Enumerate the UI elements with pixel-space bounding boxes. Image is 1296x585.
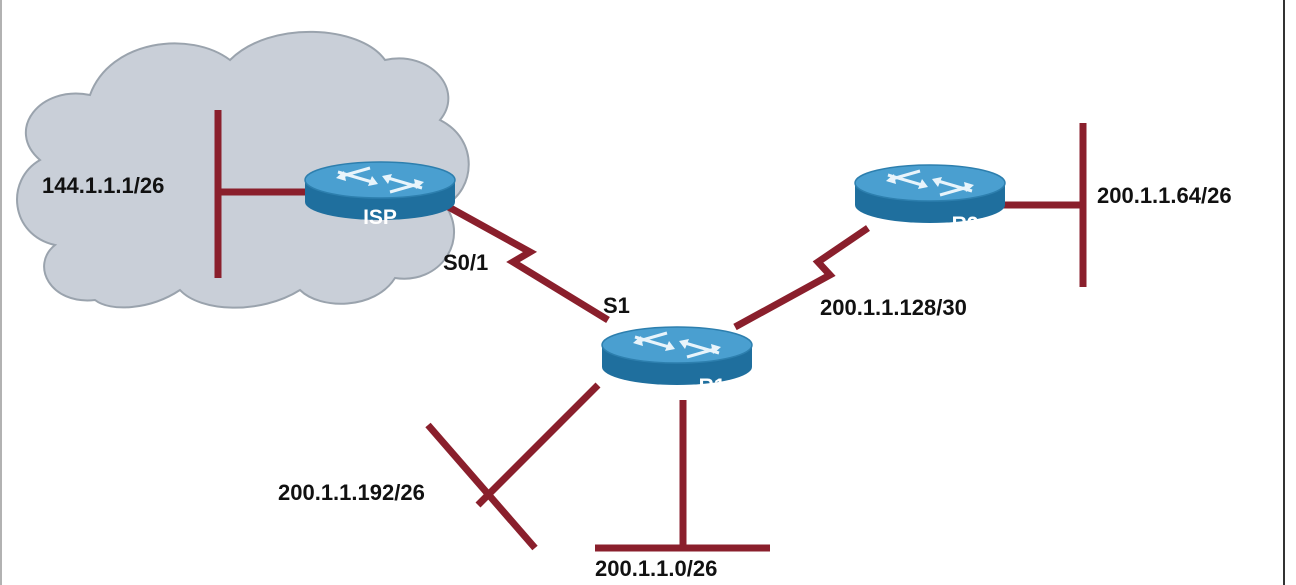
router-isp-label: ISP (363, 206, 397, 229)
r1-r2-link-address-label: 200.1.1.128/30 (820, 295, 967, 320)
router-r1-label: R1 (699, 375, 726, 398)
router-r2-label: R2 (952, 213, 979, 236)
router-r1[interactable]: R1 (600, 325, 754, 398)
router-icon (853, 163, 1007, 225)
r2-lan-address-label: 200.1.1.64/26 (1097, 183, 1232, 208)
r1-bottom-lan-address-label: 200.1.1.0/26 (595, 556, 717, 581)
isp-serial-interface-label: S0/1 (443, 250, 488, 275)
router-r2[interactable]: R2 (853, 163, 1007, 236)
r1-left-lan-link (475, 382, 601, 508)
r1-serial-interface-label: S1 (603, 293, 630, 318)
cloud-icon (16, 30, 470, 309)
r1-left-lan-segment (425, 422, 538, 551)
router-icon (600, 325, 754, 387)
router-isp[interactable]: ISP (303, 160, 457, 229)
serial-link-isp-r1 (443, 201, 610, 323)
serial-link-r1-r2 (733, 225, 870, 331)
isp-lan-address-label: 144.1.1.1/26 (42, 173, 164, 198)
r1-left-lan-address-label: 200.1.1.192/26 (278, 480, 425, 505)
